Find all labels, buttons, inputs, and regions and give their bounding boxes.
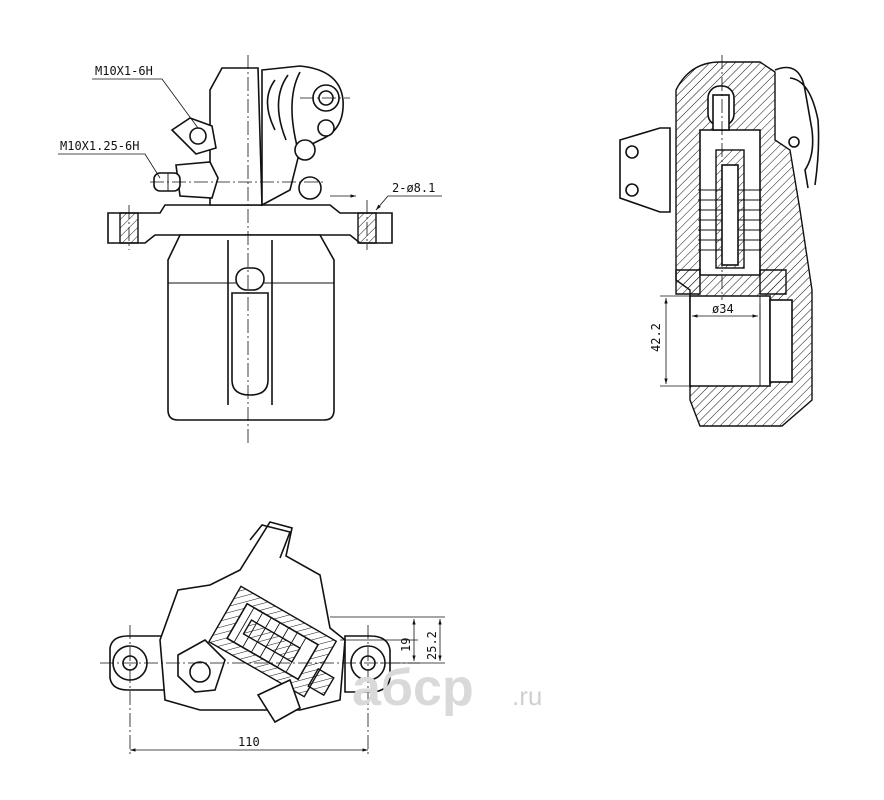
- watermark-tld: .ru: [512, 681, 542, 711]
- watermark-brand: aбcp: [352, 659, 474, 717]
- dim-25-label: 25.2: [425, 631, 439, 660]
- thread-label-bleed: M10X1-6H: [95, 64, 153, 78]
- thread-label-banjo: M10X1.25-6H: [60, 139, 139, 153]
- dim-110-label: 110: [238, 735, 260, 749]
- front-view: [107, 55, 393, 445]
- watermark-logo: aбcp .ru: [352, 659, 542, 717]
- top-view: [100, 521, 420, 755]
- piston-length-label: 42.2: [649, 323, 663, 352]
- section-view-annotations: ø34 42.2: [649, 295, 761, 387]
- holes-diameter-label: 2-ø8.1: [392, 181, 435, 195]
- section-view: [619, 55, 820, 427]
- top-view-annotations: 110 19 25.2: [130, 616, 445, 752]
- front-view-annotations: M10X1-6H M10X1.25-6H 2-ø8.1: [58, 64, 442, 211]
- piston-diameter-label: ø34: [712, 302, 734, 316]
- dim-19-label: 19: [399, 638, 413, 652]
